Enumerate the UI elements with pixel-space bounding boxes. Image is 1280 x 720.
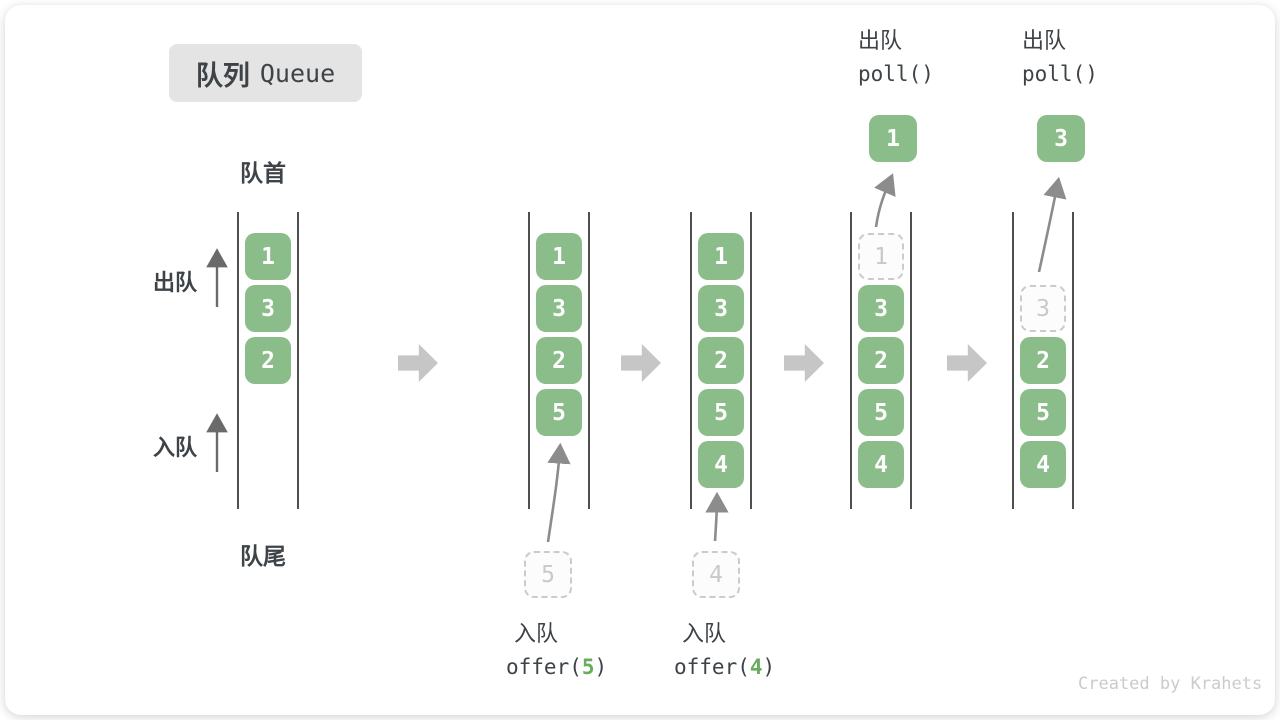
- polled-value-box: 1: [869, 115, 917, 162]
- poll-label: 出队: [1022, 28, 1067, 53]
- queue-item: 2: [536, 337, 582, 384]
- queue-item: 4: [858, 441, 904, 488]
- queue-item: 1: [536, 233, 582, 280]
- queue-state-after-poll-1: 1 3 2 5 4: [850, 212, 912, 509]
- queue-item: 2: [698, 337, 744, 384]
- queue-item: 3: [536, 285, 582, 332]
- offer-code: offer(5): [506, 655, 608, 679]
- queue-state-after-offer-4: 1 3 2 5 4: [690, 212, 752, 509]
- watermark: Created by Krahets: [1078, 674, 1263, 694]
- queue-rear-label: 队尾: [240, 543, 286, 569]
- queue-item: 2: [1020, 337, 1066, 384]
- queue-item-removed: 3: [1020, 285, 1066, 332]
- polled-value-box: 3: [1037, 115, 1085, 162]
- queue-item: 2: [858, 337, 904, 384]
- offer-code: offer(4): [674, 655, 776, 679]
- title-en: Queue: [259, 58, 336, 88]
- enqueue-ghost-box: 4: [692, 551, 740, 598]
- queue-item: 4: [698, 441, 744, 488]
- queue-state-after-offer-5: 1 3 2 5: [528, 212, 590, 509]
- queue-item: 3: [245, 285, 291, 332]
- queue-item: 4: [1020, 441, 1066, 488]
- title-zh: 队列: [195, 60, 250, 91]
- queue-item-removed: 1: [858, 233, 904, 280]
- queue-item: 3: [858, 285, 904, 332]
- poll-annotation: 出队 poll(): [858, 27, 934, 88]
- dequeue-direction-label: 出队: [153, 270, 198, 295]
- queue-state-initial: 1 3 2: [237, 212, 299, 509]
- poll-label: 出队: [858, 28, 903, 53]
- queue-item: 5: [1020, 389, 1066, 436]
- queue-item: 1: [245, 233, 291, 280]
- enqueue-ghost-box: 5: [524, 551, 572, 598]
- diagram-title: 队列 Queue: [169, 44, 362, 102]
- queue-item: 1: [698, 233, 744, 280]
- queue-item: 2: [245, 337, 291, 384]
- poll-annotation: 出队 poll(): [1022, 27, 1098, 88]
- offer-label: 入队: [682, 621, 727, 646]
- offer-label: 入队: [514, 621, 559, 646]
- poll-code: poll(): [1022, 62, 1098, 86]
- queue-state-after-poll-3: 3 2 5 4: [1012, 212, 1074, 509]
- queue-item: 5: [858, 389, 904, 436]
- offer-annotation: 入队 offer(5): [506, 620, 607, 681]
- queue-item: 3: [698, 285, 744, 332]
- poll-code: poll(): [858, 62, 934, 86]
- enqueue-direction-label: 入队: [153, 435, 198, 460]
- queue-front-label: 队首: [240, 160, 286, 186]
- queue-item: 5: [536, 389, 582, 436]
- queue-item: 5: [698, 389, 744, 436]
- offer-annotation: 入队 offer(4): [674, 620, 775, 681]
